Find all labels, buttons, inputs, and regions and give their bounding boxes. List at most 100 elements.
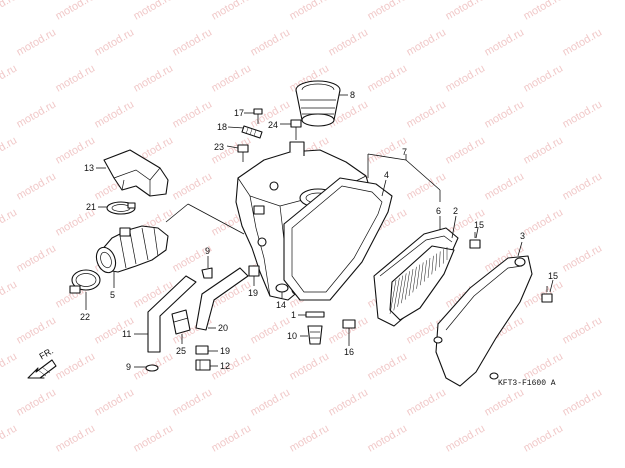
watermark-text: motod.ru	[54, 422, 98, 454]
watermark-text: motod.ru	[444, 0, 488, 23]
filter-pleat-line	[416, 264, 421, 289]
callout-5: 5	[110, 290, 115, 300]
watermark-text: motod.ru	[522, 62, 566, 94]
watermark-text: motod.ru	[54, 134, 98, 166]
watermark-text: motod.ru	[288, 350, 332, 382]
part-clip-1	[305, 311, 325, 318]
part-filter-element-2	[389, 245, 455, 321]
watermark-text: motod.ru	[561, 314, 605, 346]
watermark-text: motod.ru	[0, 350, 19, 382]
leader-lines	[85, 94, 554, 368]
callout-18: 18	[217, 122, 227, 132]
callout-19b: 19	[220, 346, 230, 356]
watermark-text: motod.ru	[0, 422, 19, 454]
callout-3: 3	[520, 231, 525, 241]
watermark-text: motod.ru	[444, 422, 488, 454]
filter-pleat-line	[427, 257, 431, 279]
watermark-text: motod.ru	[522, 206, 566, 238]
front-direction-arrow	[27, 359, 57, 379]
watermark-text: motod.ru	[0, 0, 19, 23]
watermark-text: motod.ru	[483, 26, 527, 58]
watermark-text: motod.ru	[561, 98, 605, 130]
filter-pleat-line	[420, 262, 424, 286]
watermark-text: motod.ru	[522, 422, 566, 454]
watermark-text: motod.ru	[288, 422, 332, 454]
watermark-text: motod.ru	[327, 314, 371, 346]
drawing-code: KFT3-F1600 A	[498, 379, 556, 388]
filter-pleats	[389, 247, 448, 315]
callout-16: 16	[344, 347, 354, 357]
watermark-text: motod.ru	[171, 386, 215, 418]
watermark-text: motod.ru	[15, 98, 59, 130]
filter-pleat-line	[401, 273, 407, 304]
part-bolt-16	[342, 319, 356, 340]
watermark-text: motod.ru	[210, 422, 254, 454]
watermark-text: motod.ru	[522, 350, 566, 382]
direction-label: FR.	[38, 346, 56, 362]
callout-15b: 15	[548, 271, 558, 281]
watermark-text: motod.ru	[249, 386, 293, 418]
callout-24: 24	[268, 120, 278, 130]
callout-labels: 8 17 18 24 23 13 21 7 4 6 2 3 15 15 5 22…	[38, 90, 558, 388]
callout-8: 8	[350, 90, 355, 100]
watermark-text: motod.ru	[171, 170, 215, 202]
watermark-text: motod.ru	[15, 170, 59, 202]
watermark-text: motod.ru	[444, 134, 488, 166]
part-grommet-14	[275, 283, 289, 293]
watermark-text: motod.ru	[132, 422, 176, 454]
watermark-text: motod.ru	[132, 62, 176, 94]
watermark-text: motod.ru	[15, 314, 59, 346]
part-hose-clamp	[69, 269, 101, 294]
callout-4: 4	[384, 170, 389, 180]
watermark-text: motod.ru	[249, 26, 293, 58]
watermark-text: motod.ru	[483, 386, 527, 418]
watermark-text: motod.ru	[93, 26, 137, 58]
part-drain-hose-20	[195, 267, 249, 331]
callout-15a: 15	[474, 220, 484, 230]
callout-10: 10	[287, 331, 297, 341]
watermark-text: motod.ru	[210, 0, 254, 23]
part-intake-duct	[103, 149, 169, 197]
watermark-text: motod.ru	[15, 386, 59, 418]
part-element-seal-7	[283, 177, 393, 301]
watermark-text: motod.ru	[0, 278, 19, 310]
watermark-text: motod.ru	[561, 242, 605, 274]
watermark-text: motod.ru	[171, 98, 215, 130]
watermark-text: motod.ru	[327, 386, 371, 418]
part-bolt-15a	[469, 232, 481, 249]
callout-6: 6	[436, 206, 441, 216]
leader-4	[381, 179, 387, 197]
callout-2: 2	[453, 206, 458, 216]
filter-pleat-line	[435, 253, 438, 271]
callout-21: 21	[86, 202, 96, 212]
watermark-text: motod.ru	[0, 134, 19, 166]
part-connecting-tube	[95, 225, 169, 274]
filter-pleat-line	[412, 266, 417, 293]
watermark-text: motod.ru	[54, 0, 98, 23]
part-plate-18	[241, 125, 263, 139]
watermark-text: motod.ru	[54, 62, 98, 94]
watermark-text: motod.ru	[561, 386, 605, 418]
callout-9a: 9	[205, 246, 210, 256]
watermark-text: motod.ru	[366, 350, 410, 382]
part-side-cover-3	[433, 255, 533, 387]
watermark-text: motod.ru	[405, 98, 449, 130]
watermark-text: motod.ru	[171, 26, 215, 58]
part-clip-9b	[145, 364, 159, 372]
callout-19a: 19	[248, 288, 258, 298]
part-drain-plug-10	[307, 325, 323, 345]
part-clamp-band	[106, 201, 136, 215]
part-plug-12	[195, 359, 211, 371]
filter-pleat-line	[408, 268, 414, 297]
part-bolt-15b	[541, 286, 553, 303]
watermark-text: motod.ru	[522, 0, 566, 23]
callout-1: 1	[291, 310, 296, 320]
watermark-text: motod.ru	[93, 386, 137, 418]
filter-pleat-line	[397, 275, 404, 307]
watermark-text: motod.ru	[366, 422, 410, 454]
watermark-text: motod.ru	[132, 0, 176, 23]
callout-12: 12	[220, 361, 230, 371]
watermark-text: motod.ru	[561, 170, 605, 202]
watermark-text: motod.ru	[249, 314, 293, 346]
